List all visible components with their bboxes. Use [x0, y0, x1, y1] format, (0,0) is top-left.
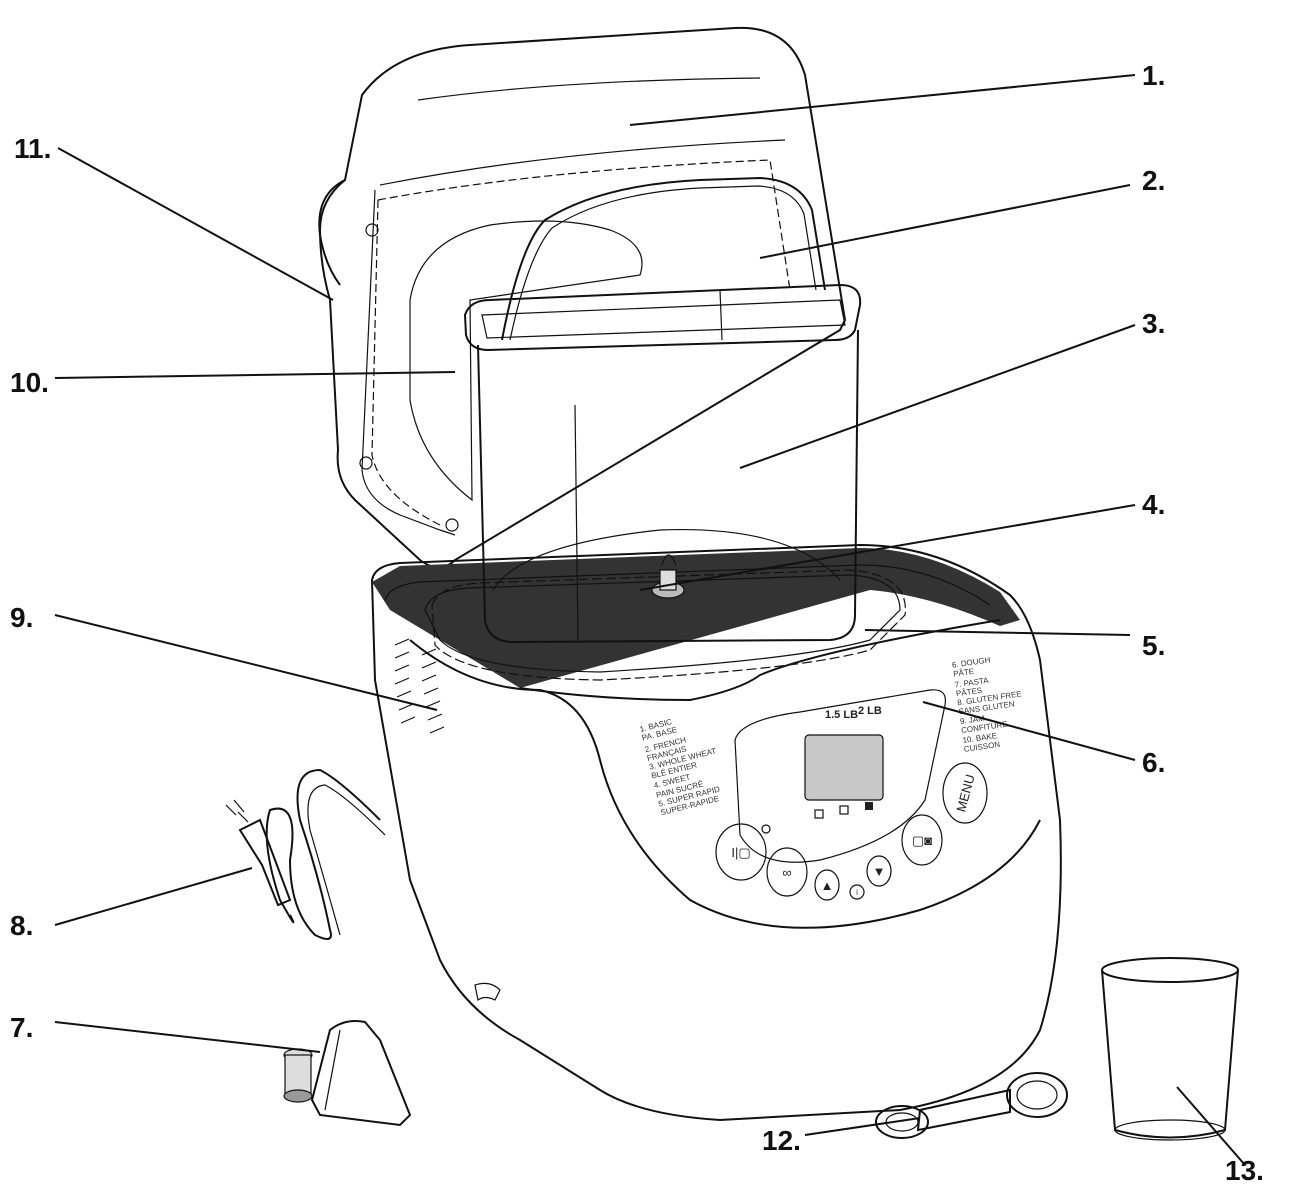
svg-text:i: i	[856, 888, 858, 897]
measuring-cup	[1101, 957, 1239, 1141]
crust-color-button[interactable]: ▢◙	[901, 814, 943, 866]
label-4: 4.	[1142, 489, 1165, 520]
power-cord	[225, 768, 386, 940]
up-arrow-button[interactable]: ▲	[814, 869, 840, 901]
leader-lines	[54, 74, 1246, 1166]
svg-text:∞: ∞	[782, 865, 791, 880]
part-number-labels: 1. 2. 3. 4. 5. 6. 7. 8. 9. 10. 11. 12. 1…	[10, 60, 1264, 1186]
svg-text:MENU: MENU	[953, 773, 977, 814]
label-11: 11.	[14, 133, 51, 164]
air-vents	[394, 638, 445, 734]
svg-text:▲: ▲	[821, 878, 834, 893]
label-3: 3.	[1142, 308, 1165, 339]
lid	[318, 26, 847, 569]
label-2: 2.	[1142, 165, 1165, 196]
indicator-light	[761, 824, 771, 834]
label-13: 13.	[1225, 1155, 1264, 1186]
program-list-left: 1. BASIC PA. BASE 2. FRENCH FRANÇAIS 3. …	[639, 717, 721, 817]
label-8: 8.	[10, 910, 33, 941]
program-item: PÂTES	[955, 686, 982, 699]
svg-text:▼: ▼	[873, 864, 886, 879]
down-arrow-button[interactable]: ▼	[866, 855, 892, 887]
label-10: 10.	[10, 367, 49, 398]
start-stop-button[interactable]: I|▢	[715, 823, 767, 881]
svg-text:▢◙: ▢◙	[912, 833, 932, 848]
program-list-right: 6. DOUGH PÂTE 7. PASTA PÂTES 8. GLUTEN F…	[951, 655, 1022, 753]
label-1: 1.	[1142, 60, 1165, 91]
kneading-paddle	[283, 1020, 412, 1127]
svg-text:I|▢: I|▢	[731, 845, 750, 860]
lcd-display	[804, 734, 884, 801]
loaf-size-small-label: 1.5 LB	[825, 709, 858, 721]
delay-timer-button[interactable]: ∞	[766, 847, 808, 897]
label-7: 7.	[10, 1012, 33, 1043]
label-6: 6.	[1142, 747, 1165, 778]
label-12: 12.	[762, 1125, 801, 1156]
control-panel: 1.5 LB 2 LB 1. BASIC PA. BASE 2. FRENCH …	[639, 655, 1022, 901]
program-item: PÂTE	[953, 667, 975, 679]
label-5: 5.	[1142, 630, 1165, 661]
measuring-spoon	[875, 1072, 1068, 1139]
label-9: 9.	[10, 602, 33, 633]
loaf-size-large-label: 2 LB	[858, 705, 882, 717]
bread-maker-body	[370, 543, 1062, 1122]
info-icon: i	[849, 884, 865, 900]
menu-button[interactable]: MENU	[942, 762, 988, 824]
